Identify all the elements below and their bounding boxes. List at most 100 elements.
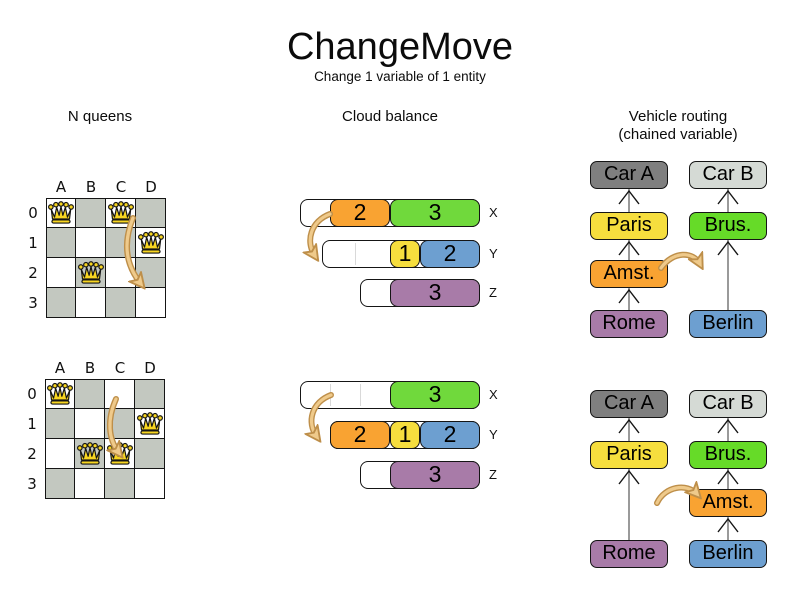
computer-label: X bbox=[489, 387, 498, 402]
chess-board bbox=[46, 198, 166, 318]
process-block: 2 bbox=[330, 421, 390, 449]
vehicle-box: Paris bbox=[590, 212, 668, 240]
board-col-label: D bbox=[144, 359, 156, 377]
nqueens-header: N queens bbox=[67, 108, 133, 125]
board-cell bbox=[46, 228, 76, 258]
board-row-label: 2 bbox=[28, 264, 38, 282]
process-block: 2 bbox=[420, 240, 480, 268]
board-row-label: 3 bbox=[27, 475, 37, 493]
queen bbox=[47, 201, 75, 230]
vehicle-box: Car A bbox=[590, 390, 668, 418]
capacity-divider bbox=[360, 384, 361, 406]
vehicle-box: Berlin bbox=[689, 310, 767, 338]
process-block: 1 bbox=[390, 240, 420, 268]
board-col-label: A bbox=[55, 178, 67, 196]
queen-icon bbox=[137, 412, 163, 435]
chain-arrowhead-icon bbox=[618, 469, 640, 485]
process-block: 3 bbox=[390, 279, 480, 307]
process-block: 2 bbox=[420, 421, 480, 449]
board-row-label: 1 bbox=[27, 415, 37, 433]
computer-label: X bbox=[489, 205, 498, 220]
process-block: 2 bbox=[330, 199, 390, 227]
queen bbox=[136, 412, 164, 441]
board-cell bbox=[135, 469, 165, 499]
vehicle-box: Rome bbox=[590, 310, 668, 338]
board-cell bbox=[46, 258, 76, 288]
board-col-label: B bbox=[85, 178, 97, 196]
queen-icon bbox=[77, 442, 103, 465]
board-col-label: C bbox=[114, 359, 126, 377]
queen bbox=[107, 201, 135, 230]
queen bbox=[46, 382, 74, 411]
vehicle-box: Paris bbox=[590, 441, 668, 469]
process-block: 1 bbox=[390, 421, 420, 449]
board-cell bbox=[106, 288, 136, 318]
chain-arrowhead-icon bbox=[618, 189, 640, 205]
chain-arrowhead-icon bbox=[618, 288, 640, 304]
chain-arrowhead-icon bbox=[717, 418, 739, 434]
computer-label: Y bbox=[489, 427, 498, 442]
chain-arrowhead-icon bbox=[717, 517, 739, 533]
board-cell bbox=[45, 469, 75, 499]
board-cell bbox=[135, 379, 165, 409]
chain-arrowhead-icon bbox=[717, 189, 739, 205]
board-cell bbox=[75, 469, 105, 499]
queen-icon bbox=[107, 442, 133, 465]
board-col-label: D bbox=[145, 178, 157, 196]
process-block: 3 bbox=[390, 381, 480, 409]
vehicle-box: Amst. bbox=[689, 489, 767, 517]
board-cell bbox=[76, 198, 106, 228]
queen-icon bbox=[78, 261, 104, 284]
chess-board bbox=[45, 379, 165, 499]
capacity-divider bbox=[355, 243, 356, 265]
queen bbox=[76, 442, 104, 471]
queen-icon bbox=[47, 382, 73, 405]
board-cell bbox=[76, 228, 106, 258]
board-cell bbox=[135, 439, 165, 469]
board-row-label: 1 bbox=[28, 234, 38, 252]
queen-icon bbox=[138, 231, 164, 254]
queen bbox=[137, 231, 165, 260]
vehicle-box: Brus. bbox=[689, 212, 767, 240]
vehicle-header-line1: Vehicle routing bbox=[628, 108, 728, 125]
queen-icon bbox=[108, 201, 134, 224]
queen bbox=[77, 261, 105, 290]
computer-label: Z bbox=[489, 285, 497, 300]
queen-icon bbox=[48, 201, 74, 224]
vehicle-box: Car A bbox=[590, 161, 668, 189]
board-cell bbox=[45, 439, 75, 469]
page-subtitle: Change 1 variable of 1 entity bbox=[314, 69, 486, 84]
board-cell bbox=[75, 409, 105, 439]
board-row-label: 0 bbox=[28, 204, 38, 222]
queen bbox=[106, 442, 134, 471]
vehicle-box: Car B bbox=[689, 161, 767, 189]
board-cell bbox=[45, 409, 75, 439]
page-title: ChangeMove bbox=[286, 26, 514, 68]
chain-arrowhead-icon bbox=[618, 418, 640, 434]
board-col-label: B bbox=[84, 359, 96, 377]
board-row-label: 0 bbox=[27, 385, 37, 403]
board-row-label: 3 bbox=[28, 294, 38, 312]
board-cell bbox=[75, 379, 105, 409]
board-col-label: A bbox=[54, 359, 66, 377]
vehicle-header-line2: (chained variable) bbox=[618, 126, 738, 143]
process-block: 3 bbox=[390, 461, 480, 489]
computer-label: Z bbox=[489, 467, 497, 482]
cloud-header: Cloud balance bbox=[342, 108, 438, 125]
capacity-divider bbox=[330, 384, 331, 406]
board-cell bbox=[105, 469, 135, 499]
board-cell bbox=[136, 288, 166, 318]
chain-arrowhead-icon bbox=[717, 469, 739, 485]
vehicle-box: Brus. bbox=[689, 441, 767, 469]
board-cell bbox=[46, 288, 76, 318]
chain-arrowhead-icon bbox=[618, 240, 640, 256]
board-row-label: 2 bbox=[27, 445, 37, 463]
process-block: 3 bbox=[390, 199, 480, 227]
board-col-label: C bbox=[115, 178, 127, 196]
chain-arrowhead-icon bbox=[717, 240, 739, 256]
vehicle-box: Rome bbox=[590, 540, 668, 568]
board-cell bbox=[76, 288, 106, 318]
vehicle-box: Berlin bbox=[689, 540, 767, 568]
vehicle-box: Amst. bbox=[590, 260, 668, 288]
